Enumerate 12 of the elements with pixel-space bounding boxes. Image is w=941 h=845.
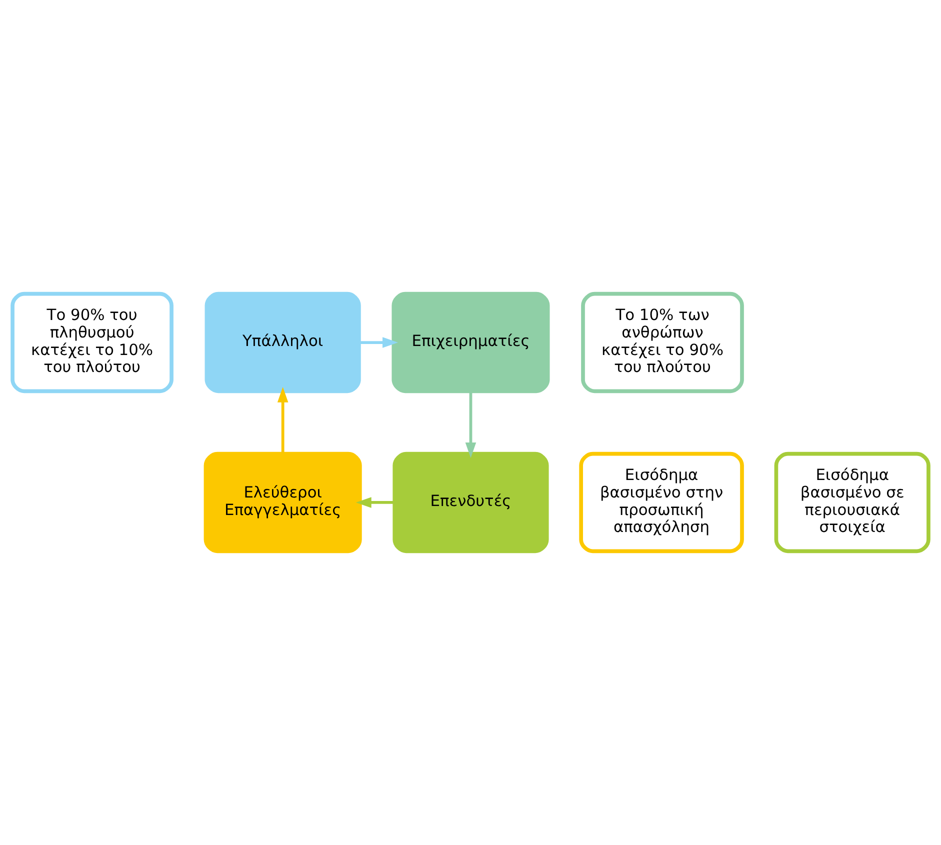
arrow bbox=[359, 337, 398, 348]
arrow bbox=[356, 497, 394, 508]
node-box: Ελεύθεροι Επαγγελματίες bbox=[204, 452, 362, 554]
node-box: Επιχειρηματίες bbox=[392, 292, 550, 394]
node-box: Επενδυτές bbox=[392, 452, 549, 554]
node-box: Υπάλληλοι bbox=[204, 292, 361, 394]
node-box: Εισόδημα βασισμένο σε περιουσιακά στοιχεία bbox=[774, 452, 930, 554]
arrow bbox=[465, 391, 476, 458]
node-box: Εισόδημα βασισμένο στην προσωπική απασχόληση bbox=[579, 452, 744, 554]
arrow bbox=[277, 386, 288, 454]
node-box: Το 90% του πληθυσμού κατέχει το 10% του πλούτου bbox=[10, 292, 174, 394]
node-box: Το 10% των ανθρώπων κατέχει το 90% του πλούτου bbox=[581, 292, 744, 394]
